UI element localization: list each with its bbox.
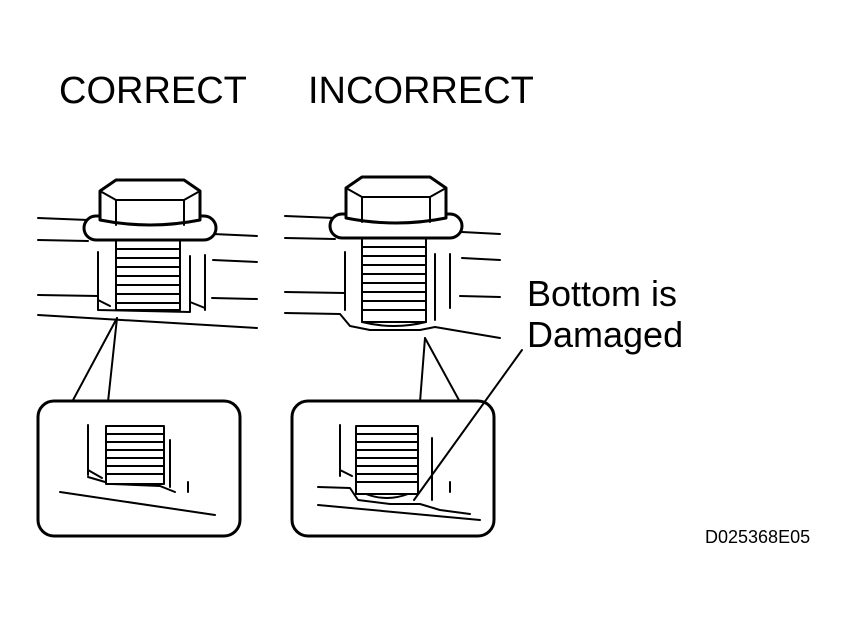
correct-detail-threads bbox=[105, 425, 165, 485]
correct-assembly bbox=[37, 178, 258, 403]
correct-detail-panel bbox=[36, 399, 242, 538]
incorrect-label: INCORRECT bbox=[308, 70, 534, 112]
damage-callout-line-1: Bottom is bbox=[527, 273, 678, 314]
damage-callout-line-2: Damaged bbox=[527, 314, 684, 356]
incorrect-bolt-threads bbox=[361, 237, 427, 327]
incorrect-detail-panel bbox=[290, 399, 496, 538]
incorrect-detail-threads bbox=[355, 425, 419, 499]
correct-label: CORRECT bbox=[59, 70, 247, 112]
damage-callout-label: Bottom is Damaged bbox=[527, 273, 767, 356]
damage-leader-line bbox=[413, 349, 523, 501]
incorrect-assembly bbox=[284, 175, 501, 403]
correct-bolt-threads bbox=[115, 239, 181, 311]
figure-code: D025368E05 bbox=[705, 527, 811, 547]
